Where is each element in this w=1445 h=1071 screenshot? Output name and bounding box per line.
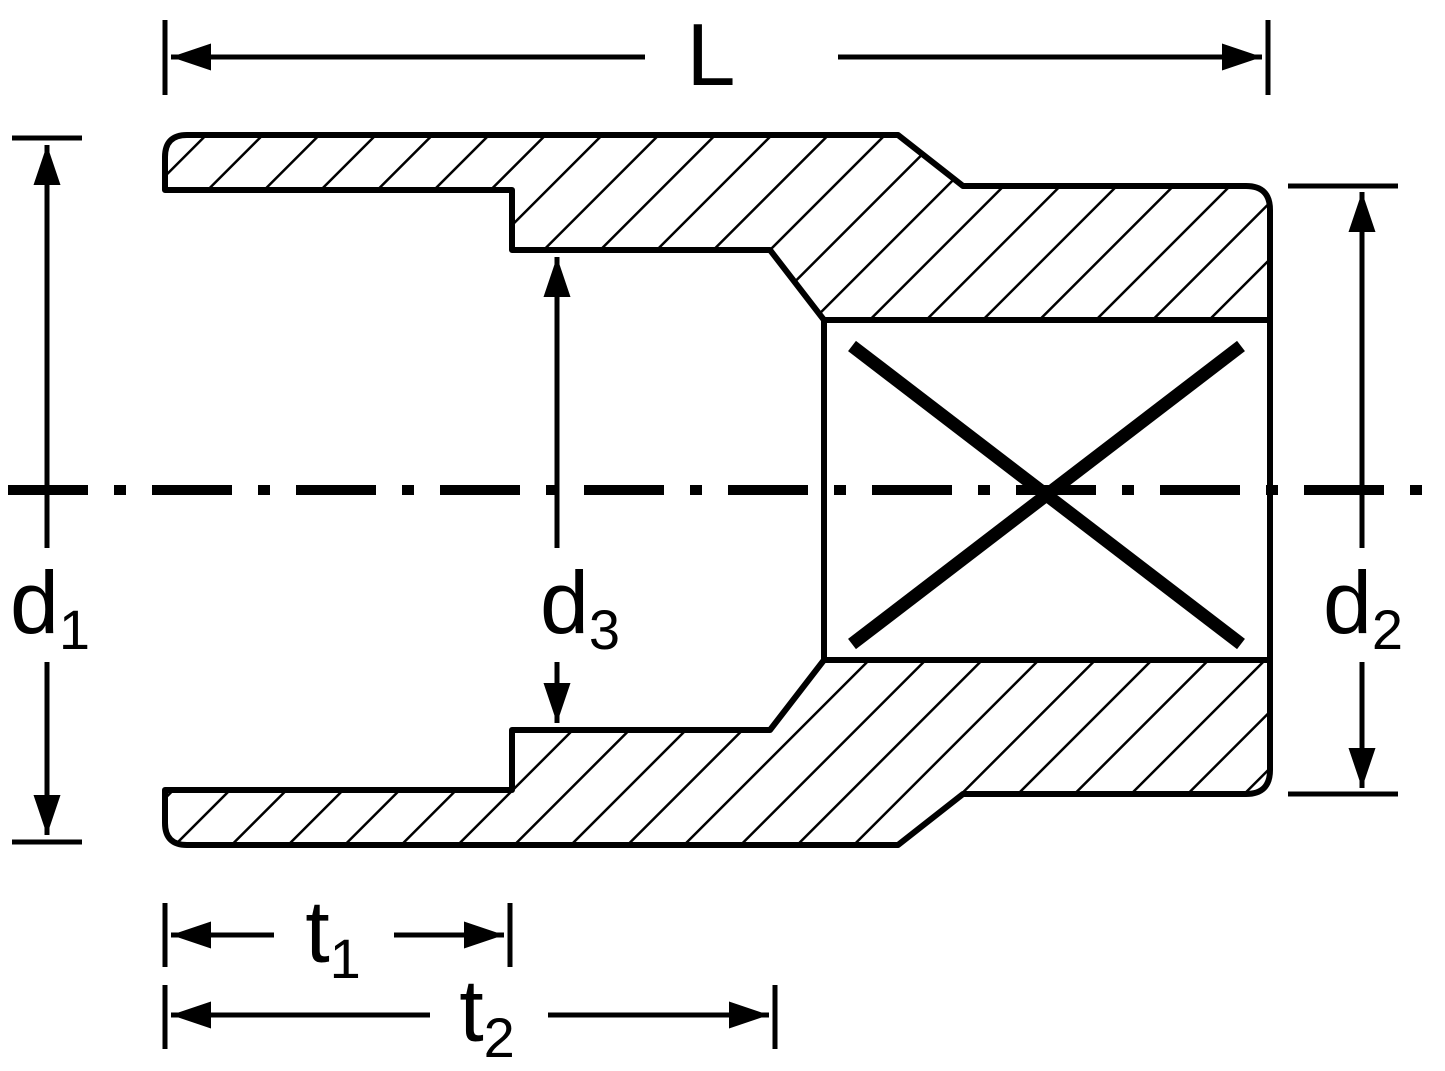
socket-lower-wall bbox=[162, 657, 1273, 848]
dim-label-t1-main: t bbox=[305, 882, 329, 981]
dim-label-d3-main: d bbox=[540, 553, 589, 652]
dim-label-d2: d2 bbox=[1323, 553, 1403, 661]
square-drive-x-mark bbox=[848, 340, 1245, 650]
dimension-t2 bbox=[162, 985, 778, 1049]
dim-label-t1: t1 bbox=[305, 882, 361, 990]
dimension-t1 bbox=[162, 903, 513, 967]
dim-label-d1: d1 bbox=[10, 553, 90, 661]
socket-upper-wall bbox=[162, 132, 1273, 323]
dim-label-t2-sub: 2 bbox=[484, 1006, 515, 1069]
dim-label-d2-main: d bbox=[1323, 553, 1372, 652]
dim-label-d2-sub: 2 bbox=[1372, 598, 1403, 661]
dim-label-L-main: L bbox=[687, 5, 736, 104]
dim-label-t1-sub: 1 bbox=[330, 927, 361, 990]
dim-label-d3: d3 bbox=[540, 553, 620, 661]
dimension-d1 bbox=[12, 135, 82, 845]
dim-label-t2: t2 bbox=[459, 961, 515, 1069]
dimension-L bbox=[162, 20, 1271, 95]
dim-label-t2-main: t bbox=[459, 961, 483, 1060]
dim-label-d3-sub: 3 bbox=[589, 598, 620, 661]
x-mark-stroke bbox=[848, 340, 1245, 650]
dim-label-L: L bbox=[687, 5, 736, 104]
dimension-d2 bbox=[1288, 183, 1398, 797]
dim-label-d1-main: d bbox=[10, 553, 59, 652]
dim-label-d1-sub: 1 bbox=[59, 598, 90, 661]
